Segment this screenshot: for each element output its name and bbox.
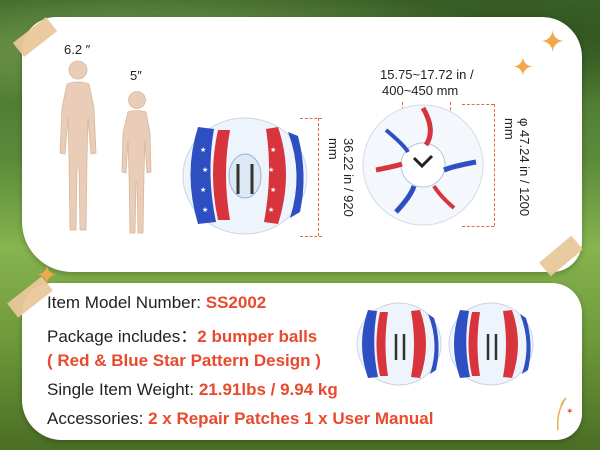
bumper-ball-top-icon	[362, 104, 484, 226]
weight-line: Single Item Weight: 21.91lbs / 9.94 kg	[47, 380, 338, 400]
child-height-label: 5″	[130, 68, 142, 83]
svg-text:★: ★	[202, 206, 208, 214]
svg-text:★: ★	[202, 166, 208, 174]
accessories-label: Accessories:	[47, 409, 149, 428]
ball-height-guide	[318, 118, 319, 236]
model-number-label: Item Model Number:	[47, 293, 206, 312]
package-value: 2 bumper balls	[197, 327, 318, 346]
guide-line	[300, 236, 322, 237]
svg-text:✶: ✶	[566, 406, 574, 416]
weight-value: 21.91lbs / 9.94 kg	[198, 380, 338, 399]
accessories-line: Accessories: 2 x Repair Patches 1 x User…	[47, 409, 433, 429]
adult-height-label: 6.2 ″	[64, 42, 91, 57]
star-icon: ✦	[512, 52, 534, 82]
guide-line	[300, 118, 322, 119]
svg-text:★: ★	[200, 186, 206, 194]
bumper-ball-side-icon: ★ ★ ★ ★ ★ ★ ★ ★	[182, 117, 308, 235]
guide-line	[462, 104, 494, 105]
svg-text:★: ★	[200, 146, 206, 154]
human-silhouette-adult-icon	[59, 60, 97, 231]
star-icon: ✦	[540, 26, 566, 59]
svg-text:★: ★	[268, 166, 274, 174]
package-line: Package includes：2 bumper balls	[47, 322, 317, 347]
design-note-line: ( Red & Blue Star Pattern Design )	[47, 351, 321, 371]
hole-diameter-line2: 400~450 mm	[382, 83, 459, 98]
hole-diameter-line1: 15.75~17.72 in /	[380, 67, 474, 82]
svg-text:★: ★	[268, 206, 274, 214]
ball-diameter-label: φ 47.24 in / 1200 mm	[502, 118, 532, 217]
human-silhouette-child-icon	[121, 91, 152, 234]
bumper-ball-product-icon	[448, 302, 534, 386]
model-number-line: Item Model Number: SS2002	[47, 293, 266, 313]
accessories-value: 2 x Repair Patches 1 x User Manual	[148, 409, 434, 428]
svg-text:★: ★	[270, 146, 276, 154]
model-number-value: SS2002	[205, 293, 267, 312]
bumper-ball-product-icon	[356, 302, 442, 386]
svg-text:★: ★	[270, 186, 276, 194]
guide-line	[462, 226, 494, 227]
weight-label: Single Item Weight:	[47, 380, 199, 399]
ball-diameter-guide	[494, 104, 495, 226]
ball-height-label: 36.22 in / 920 mm	[326, 138, 356, 217]
design-note: ( Red & Blue Star Pattern Design )	[47, 351, 321, 370]
package-label: Package includes：	[47, 327, 198, 346]
dimensions-card	[22, 17, 582, 272]
doodle-icon: ✶	[556, 397, 574, 431]
